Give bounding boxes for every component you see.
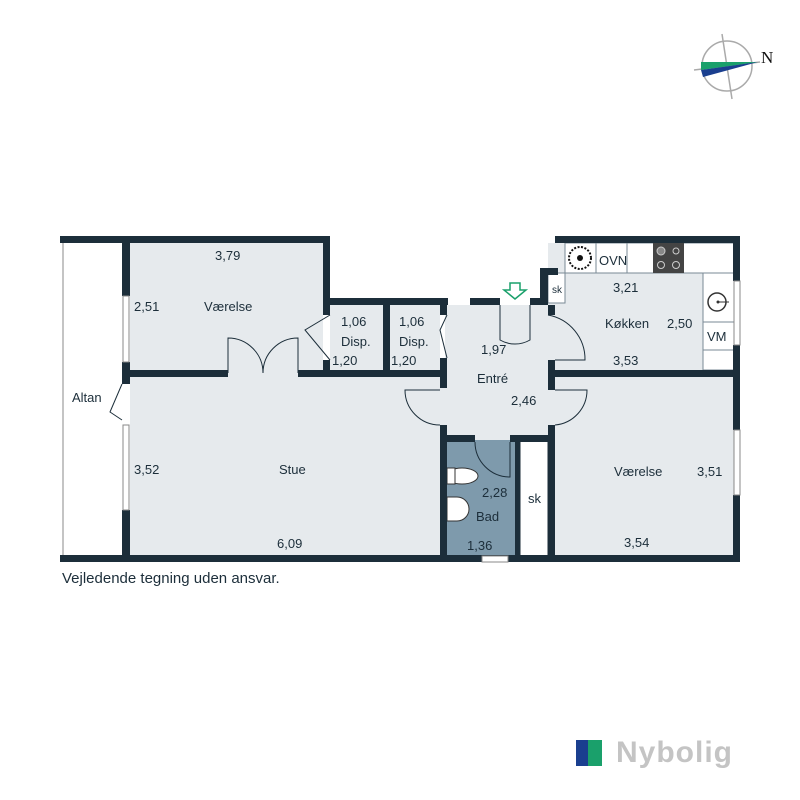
disp1-label: Disp. <box>341 334 371 349</box>
stove-icon <box>653 243 684 273</box>
floors <box>130 243 735 559</box>
vaerelse1-depth: 2,51 <box>134 299 159 314</box>
disp1-width: 1,06 <box>341 314 366 329</box>
nybolig-logo: Nybolig <box>576 736 733 770</box>
windows[interactable] <box>62 243 741 563</box>
vaerelse1-label: Værelse <box>204 299 252 314</box>
closet-label: sk <box>528 491 542 506</box>
stue-depth: 3,52 <box>134 462 159 477</box>
disp1-depth: 1,20 <box>332 353 357 368</box>
bad-depth: 2,28 <box>482 485 507 500</box>
kokken-label: Køkken <box>605 316 649 331</box>
logo-blue-block <box>576 740 588 766</box>
kokken-width2: 3,53 <box>613 353 638 368</box>
disp2-depth: 1,20 <box>391 353 416 368</box>
logo-text: Nybolig <box>616 736 733 769</box>
altan-label: Altan <box>72 390 102 405</box>
bad-width: 1,36 <box>467 538 492 553</box>
toilet-icon <box>445 467 479 485</box>
entrance-arrow-icon <box>501 282 529 300</box>
washbasin-icon <box>446 496 470 522</box>
stue-label: Stue <box>279 462 306 477</box>
vaerelse2-depth: 3,51 <box>697 464 722 479</box>
stue-width: 6,09 <box>277 536 302 551</box>
bad-label: Bad <box>476 509 499 524</box>
washer-label: VM <box>707 329 727 344</box>
kokken-width: 3,21 <box>613 280 638 295</box>
logo-green-block <box>588 740 602 766</box>
sink-icon <box>707 292 729 312</box>
kokken-depth: 2,50 <box>667 316 692 331</box>
disp2-label: Disp. <box>399 334 429 349</box>
entre-depth: 2,46 <box>511 393 536 408</box>
compass-north-label: N <box>761 48 774 67</box>
disclaimer: Vejledende tegning uden ansvar. <box>62 570 280 587</box>
oven-label: OVN <box>599 253 627 268</box>
disp2-width: 1,06 <box>399 314 424 329</box>
vaerelse1-width: 3,79 <box>215 248 240 263</box>
fan-icon <box>568 246 592 270</box>
vaerelse2-width: 3,54 <box>624 535 649 550</box>
vaerelse2-label: Værelse <box>614 464 662 479</box>
kitchen-closet-label: sk <box>552 285 563 296</box>
doors[interactable] <box>109 305 588 478</box>
walls <box>60 236 740 562</box>
entre-width: 1,97 <box>481 342 506 357</box>
compass-icon <box>693 33 761 100</box>
entre-label: Entré <box>477 371 508 386</box>
